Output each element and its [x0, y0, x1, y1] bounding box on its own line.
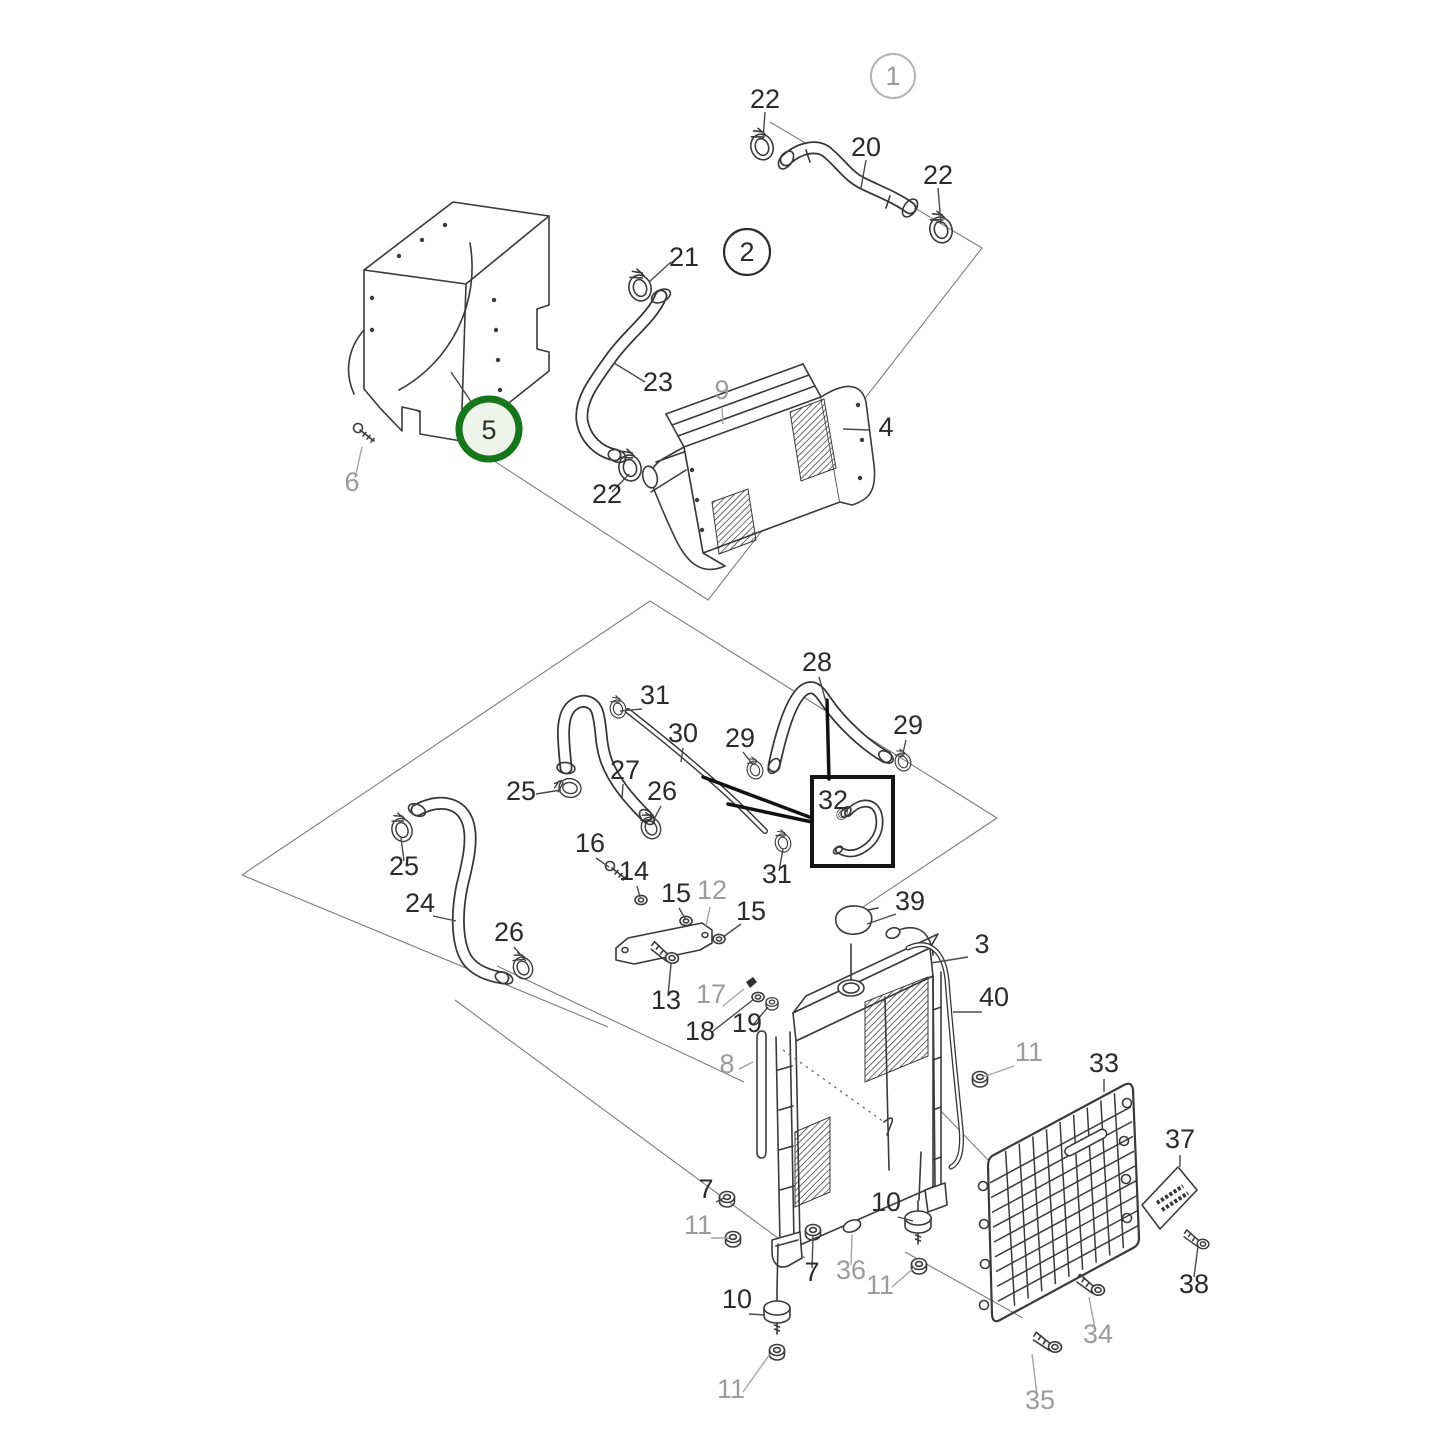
leader-lines-black: [400, 111, 1199, 1316]
part-label-27: 27: [610, 755, 640, 785]
upper-hose-20: [777, 141, 919, 218]
part-label-11-1: 11: [1015, 1037, 1043, 1067]
part-label-29-2: 29: [893, 710, 923, 740]
part-label-32: 32: [818, 785, 848, 815]
part-label-6: 6: [344, 467, 359, 497]
bracket-12-group: [604, 860, 726, 966]
part-label-22-1: 22: [750, 84, 780, 114]
part-label-31-1: 31: [640, 680, 670, 710]
hose-28: [767, 681, 894, 775]
part-label-40: 40: [979, 982, 1009, 1012]
part-label-34: 34: [1083, 1319, 1113, 1349]
part-label-9: 9: [714, 375, 729, 405]
leader-lines-gray: [354, 406, 1096, 1396]
part-label-35: 35: [1025, 1385, 1055, 1415]
clamp-22-a: [744, 124, 778, 164]
overflow-tube-40: [905, 942, 964, 1170]
small-parts-17-18-19: [746, 977, 779, 1011]
part-label-33: 33: [1089, 1048, 1119, 1078]
part-label-21: 21: [669, 242, 699, 272]
part-label-14: 14: [619, 856, 649, 886]
reference-bubble-2: 2: [722, 227, 772, 277]
bubble-2-label: 2: [739, 237, 754, 267]
clamp-29-b: [890, 746, 914, 774]
part-label-18: 18: [685, 1016, 715, 1046]
fan-shroud-drawing: [347, 201, 550, 442]
mounts-and-nuts: [718, 1070, 989, 1361]
part-label-7-1: 7: [698, 1174, 713, 1204]
part-label-23: 23: [643, 367, 673, 397]
clamp-25-a: [551, 775, 584, 800]
part-label-20: 20: [851, 132, 881, 162]
name-plate-37: [1141, 1166, 1198, 1230]
clamp-21: [623, 266, 655, 305]
part-label-10-1: 10: [871, 1187, 901, 1217]
part-label-39: 39: [895, 886, 925, 916]
part-label-11-4: 11: [717, 1374, 745, 1404]
part-label-11-2: 11: [684, 1210, 712, 1240]
part-label-5: 5: [481, 415, 496, 445]
part-label-15-2: 15: [736, 896, 766, 926]
part-label-38: 38: [1179, 1269, 1209, 1299]
part-label-22-2: 22: [923, 160, 953, 190]
spacer-36: [842, 1219, 862, 1233]
radiator-3-drawing: [756, 905, 948, 1268]
bolt-38: [1182, 1228, 1212, 1251]
clamp-31-a: [606, 693, 629, 721]
part-label-10-2: 10: [722, 1284, 752, 1314]
part-label-8: 8: [719, 1049, 734, 1079]
hose-23: [575, 288, 672, 464]
bubble-1-label: 1: [885, 61, 900, 91]
part-labels: 22 20 22 21 23 9 4 6 22 28 31 30 29 29 2…: [344, 84, 1209, 1415]
part-label-24: 24: [405, 888, 435, 918]
part-label-7-2: 7: [804, 1257, 819, 1287]
grille-mesh: [989, 1093, 1140, 1306]
part-label-3: 3: [974, 929, 989, 959]
hose-24: [407, 796, 514, 985]
part-label-22-3: 22: [592, 479, 622, 509]
part-label-17: 17: [696, 979, 726, 1009]
part-label-37: 37: [1165, 1124, 1195, 1154]
highlight-fill: [462, 402, 516, 456]
shroud-bolt-6: [352, 422, 375, 443]
part-label-31-2: 31: [762, 859, 792, 889]
part-label-15-1: 15: [661, 878, 691, 908]
part-label-26-2: 26: [494, 917, 524, 947]
part-label-29-1: 29: [725, 723, 755, 753]
part-label-25-1: 25: [506, 776, 536, 806]
part-label-26-1: 26: [647, 776, 677, 806]
grille-33: [977, 1082, 1141, 1323]
oil-cooler-4: [641, 363, 876, 571]
part-label-25-2: 25: [389, 851, 419, 881]
tube-30: [625, 708, 768, 834]
part-label-4: 4: [878, 412, 893, 442]
part-label-36: 36: [836, 1255, 866, 1285]
part-label-12: 12: [697, 875, 727, 905]
part-label-13: 13: [651, 985, 681, 1015]
reference-bubble-1: 1: [870, 53, 916, 99]
part-label-28: 28: [802, 647, 832, 677]
detail-pointer-lines: [701, 698, 831, 824]
part-label-30: 30: [668, 718, 698, 748]
hose-27: [556, 694, 656, 826]
highlighted-part-5-badge: 5: [455, 395, 523, 463]
detail-box-32: [810, 775, 895, 868]
part-label-19: 19: [732, 1008, 762, 1038]
part-label-11-3: 11: [866, 1270, 894, 1300]
part-label-16: 16: [575, 828, 605, 858]
bolt-35: [1031, 1331, 1064, 1354]
clamp-29-a: [742, 754, 766, 782]
